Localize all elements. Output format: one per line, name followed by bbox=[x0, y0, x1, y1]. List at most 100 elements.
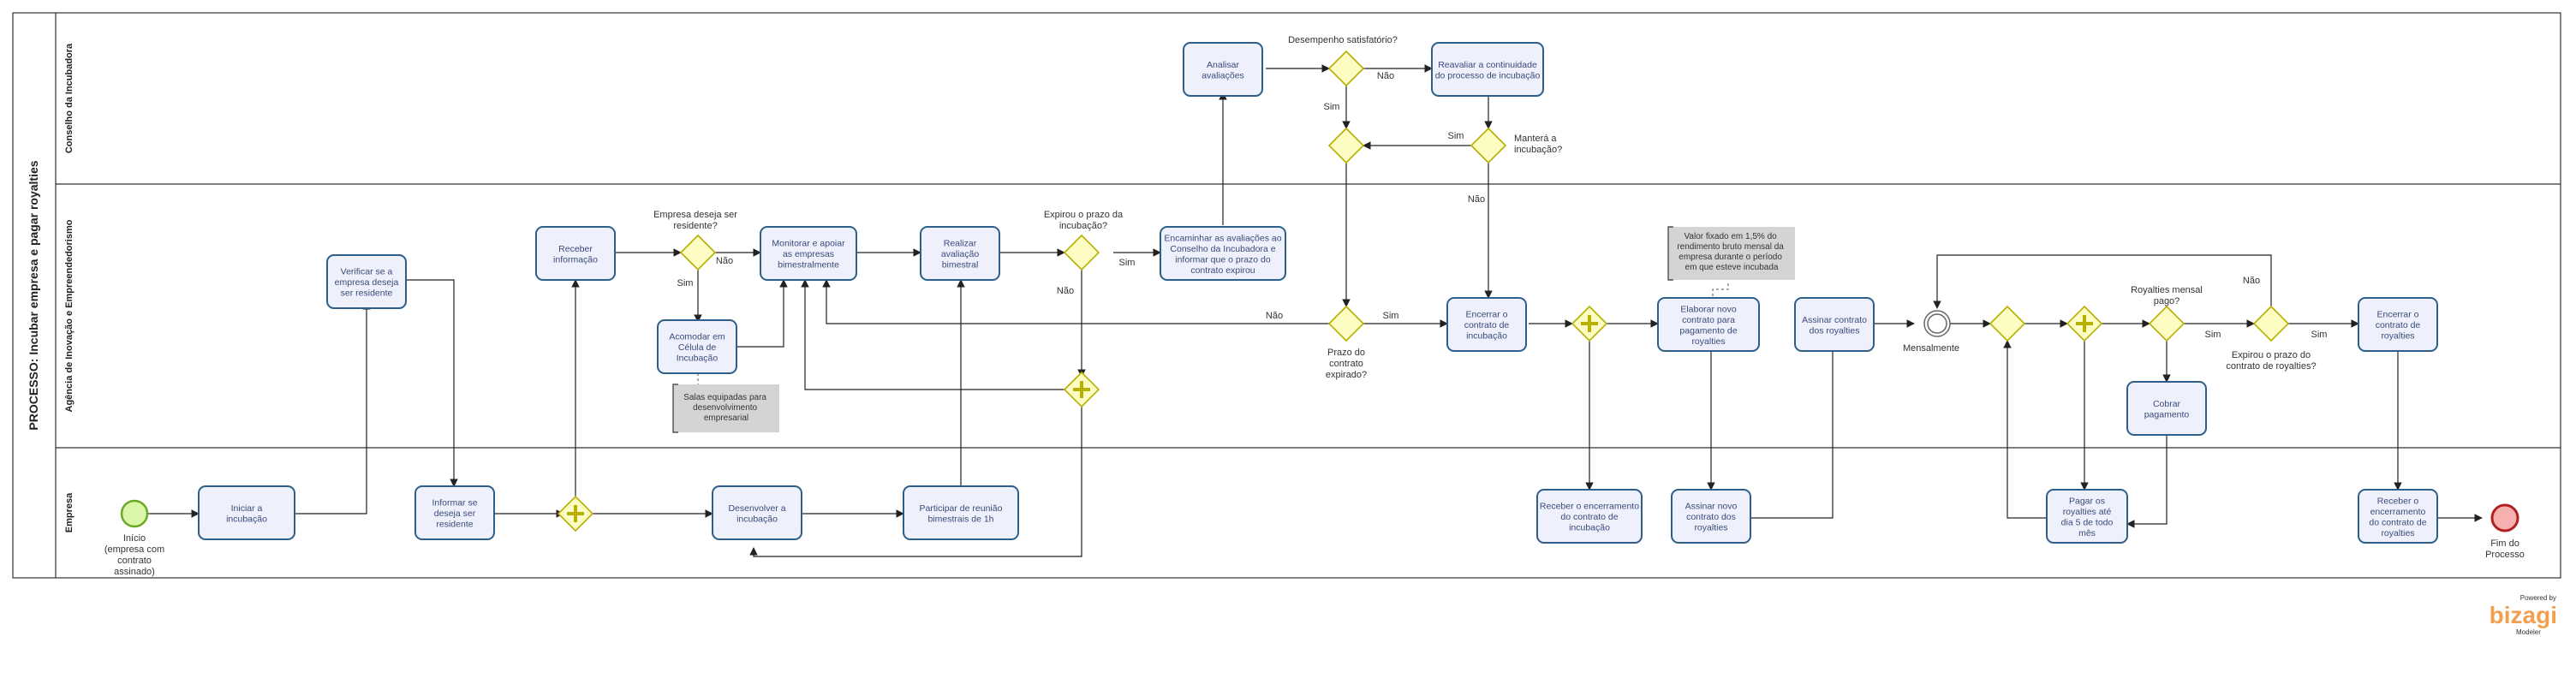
powered-by-text: Powered by bbox=[2520, 594, 2556, 602]
sequence-flows bbox=[147, 64, 2483, 557]
intermediate-event-label: Mensalmente bbox=[1903, 343, 1959, 354]
flow-sim-expirou: Sim bbox=[1119, 258, 1136, 268]
gateway-royalties-pago[interactable] bbox=[2148, 305, 2185, 342]
flow-sim-expirou-roy: Sim bbox=[2311, 330, 2328, 340]
lane-agencia: Agência de Inovação e Empreendedorismo bbox=[64, 219, 75, 412]
pool-title: PROCESSO: Incubar empresa e pagar royalt… bbox=[27, 160, 40, 430]
gateway-expirou-incubacao[interactable] bbox=[1063, 234, 1100, 271]
gateway-desempenho[interactable] bbox=[1327, 50, 1365, 87]
flow-nao-prazo: Não bbox=[1266, 311, 1283, 321]
svg-text:Salas equipadas para des: Salas equipadas para desenvolvimento emp… bbox=[683, 393, 769, 423]
annotation-valor: Valor fixado em 1,5% do rendimento bruto… bbox=[1667, 226, 1795, 281]
flow-sim-mantera: Sim bbox=[1448, 131, 1464, 141]
annotation-salas: Salas equipadas para desenvolvimento emp… bbox=[672, 384, 779, 433]
gateway-desempenho-label: Desempenho satisfatório? bbox=[1288, 35, 1398, 45]
start-event[interactable] bbox=[120, 499, 149, 528]
gateway-prazo-contrato[interactable] bbox=[1327, 305, 1365, 342]
flow-nao-expirou: Não bbox=[1057, 286, 1074, 296]
pool-frame bbox=[12, 12, 2561, 579]
flow-nao-residente: Não bbox=[716, 256, 733, 266]
plus-icon bbox=[567, 505, 584, 522]
flow-nao-royalties: Não bbox=[2243, 276, 2260, 286]
lane-empresa: Empresa bbox=[64, 492, 75, 532]
bizagi-logo: bizagi bbox=[2490, 602, 2557, 628]
gateway-mantera[interactable] bbox=[1470, 127, 1507, 164]
bizagi-branding: Powered by bizagi Modeler bbox=[2490, 594, 2557, 636]
gateway-parallel-3[interactable] bbox=[1571, 305, 1608, 342]
svg-text:Valor fixado em 1,5% do: Valor fixado em 1,5% do rendimento bruto… bbox=[1677, 232, 1786, 272]
plus-icon bbox=[1581, 315, 1598, 332]
flow-nao-mantera: Não bbox=[1468, 194, 1485, 205]
gateway-expirou-royalties[interactable] bbox=[2252, 305, 2290, 342]
lane-conselho: Conselho da Incubadora bbox=[64, 43, 75, 153]
gateway-merge-conselho[interactable] bbox=[1327, 127, 1365, 164]
modeler-text: Modeler bbox=[2516, 628, 2541, 636]
flow-sim-desempenho: Sim bbox=[1324, 102, 1340, 112]
plus-icon bbox=[2076, 315, 2093, 332]
gateway-merge-royalties[interactable] bbox=[1989, 305, 2026, 342]
flow-sim-royalties: Sim bbox=[2205, 330, 2221, 340]
end-event[interactable] bbox=[2490, 503, 2519, 532]
flow-sim-residente: Sim bbox=[677, 278, 694, 288]
gateway-parallel-4[interactable] bbox=[2066, 305, 2103, 342]
gateway-parallel-1[interactable] bbox=[557, 495, 594, 532]
flow-sim-prazo: Sim bbox=[1383, 311, 1399, 321]
intermediate-timer-event[interactable] bbox=[1923, 310, 1951, 337]
gateway-residente[interactable] bbox=[679, 234, 717, 271]
gateway-parallel-2[interactable] bbox=[1063, 371, 1100, 408]
plus-icon bbox=[1073, 381, 1090, 398]
